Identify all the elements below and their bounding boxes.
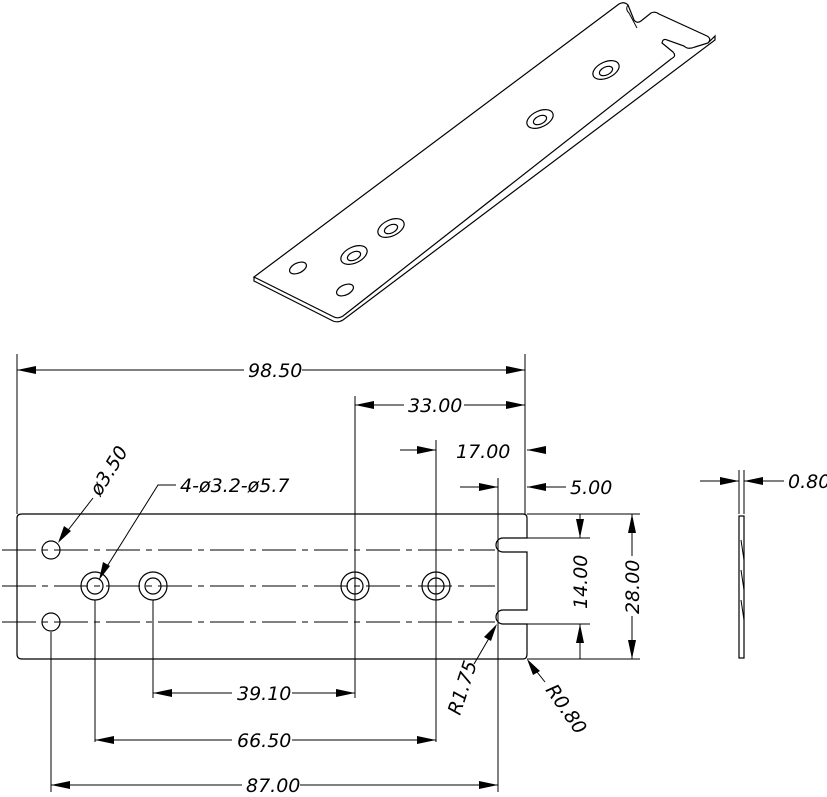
dim-slot-to-hole-a: 33.00 [408, 395, 462, 417]
dim-overall-length: 98.50 [248, 360, 302, 382]
dim-small-hole-diameter: ø3.50 [85, 442, 133, 500]
iso-slot-inner-edge [626, 4, 638, 29]
dim-small-hole-to-slot: 87.00 [246, 775, 300, 797]
iso-holes [288, 60, 620, 297]
small-hole-upper [41, 540, 61, 560]
dim-slot-radius: R1.75 [444, 658, 482, 718]
iso-plate-bottom-edge [253, 34, 716, 323]
dim-slot-spacing: 14.00 [570, 555, 592, 609]
isometric-view [252, 2, 716, 323]
small-hole-lower [41, 612, 61, 632]
dim-hole-pitch-b: 66.50 [237, 730, 291, 752]
dim-width: 28.00 [622, 560, 644, 614]
dim-slot-to-hole-b: 17.00 [456, 441, 510, 463]
dim-corner-radius: R0.80 [541, 680, 591, 738]
dim-slot-depth: 5.00 [570, 477, 612, 499]
iso-plate-top-face [252, 2, 711, 319]
plate-outline [16, 513, 528, 660]
side-view [738, 515, 745, 659]
dimensions: 98.50 33.00 17.00 5.00 0.80 ø3.50 4-ø3.2 [16, 354, 827, 797]
dim-thickness: 0.80 [788, 471, 827, 493]
front-view [2, 513, 528, 660]
dim-hole-pitch-a: 39.10 [237, 683, 291, 705]
dim-countersunk-holes: 4-ø3.2-ø5.7 [180, 475, 289, 497]
